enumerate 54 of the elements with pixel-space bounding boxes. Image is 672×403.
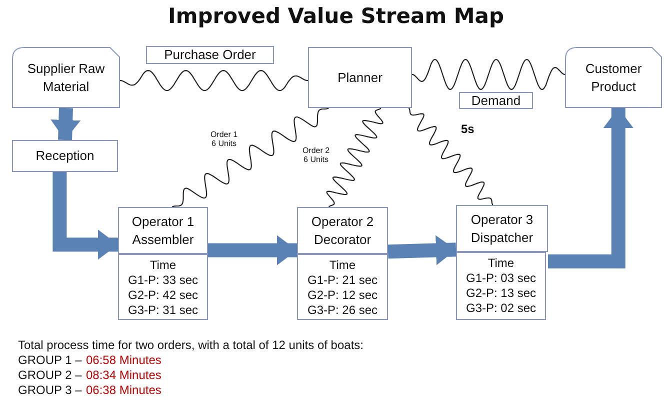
- time-value: G3-P: 26 sec: [306, 303, 379, 318]
- time-value: G3-P: 02 sec: [464, 301, 538, 316]
- node-label: Operator 2 Decorator: [310, 212, 375, 248]
- information-flow-line: [172, 107, 329, 208]
- group-label: GROUP 2 –: [18, 369, 82, 383]
- time-value: G1-P: 33 sec: [126, 273, 200, 288]
- node-label: Planner: [336, 68, 384, 86]
- summary-text: Total process time for two orders, with a total of 12 units of boats:: [18, 339, 364, 353]
- time-heading: Time: [328, 258, 357, 273]
- customer-box: [565, 47, 662, 108]
- group-label: GROUP 3 –: [18, 384, 82, 398]
- process-box: [308, 47, 412, 108]
- info-label-box: [146, 46, 274, 64]
- information-flow-line: [326, 108, 384, 208]
- node-label: Customer Product: [584, 60, 643, 96]
- flow-arrow: [548, 108, 634, 268]
- operator-box: [297, 207, 388, 254]
- duration-value: 06:38 Minutes: [86, 384, 162, 398]
- time-value: G2-P: 13 sec: [464, 286, 538, 301]
- node-label: Supplier Raw Material: [26, 60, 106, 96]
- duration-value: 08:34 Minutes: [86, 369, 162, 383]
- node-label: Reception: [34, 147, 96, 165]
- flow-arrow: [208, 235, 297, 266]
- time-value: G2-P: 42 sec: [126, 288, 200, 303]
- node-label: Operator 1 Assembler: [130, 212, 196, 248]
- information-flow-line: [412, 58, 566, 90]
- time-value: G1-P: 21 sec: [306, 273, 379, 288]
- diagram-title: Improved Value Stream Map: [167, 4, 505, 28]
- time-value: G2-P: 12 sec: [306, 288, 379, 303]
- time-box: [456, 252, 546, 320]
- node-label: Purchase Order: [163, 46, 257, 64]
- info-label-box: [459, 92, 533, 109]
- flow-arrow: [388, 235, 456, 266]
- kaizen-note: 5s: [461, 123, 474, 137]
- operator-box: [118, 207, 208, 254]
- process-box: [12, 140, 118, 172]
- time-box: [118, 254, 208, 320]
- flow-arrow: [52, 172, 118, 260]
- order-note: Order 1 6 Units: [209, 130, 239, 148]
- time-value: G1-P: 03 sec: [464, 271, 538, 286]
- node-label: Operator 3 Dispatcher: [470, 210, 534, 246]
- order-note: Order 2 6 Units: [301, 146, 331, 164]
- time-heading: Time: [486, 256, 516, 271]
- information-flow-line: [408, 108, 494, 206]
- information-flow-line: [120, 70, 308, 92]
- flow-arrow: [50, 108, 81, 140]
- operator-box: [456, 205, 548, 252]
- time-value: G3-P: 31 sec: [126, 303, 200, 318]
- supplier-box: [12, 47, 120, 108]
- time-box: [297, 254, 388, 320]
- time-heading: Time: [148, 258, 178, 273]
- node-label: Demand: [470, 92, 522, 110]
- duration-value: 06:58 Minutes: [86, 354, 162, 368]
- group-label: GROUP 1 –: [18, 354, 82, 368]
